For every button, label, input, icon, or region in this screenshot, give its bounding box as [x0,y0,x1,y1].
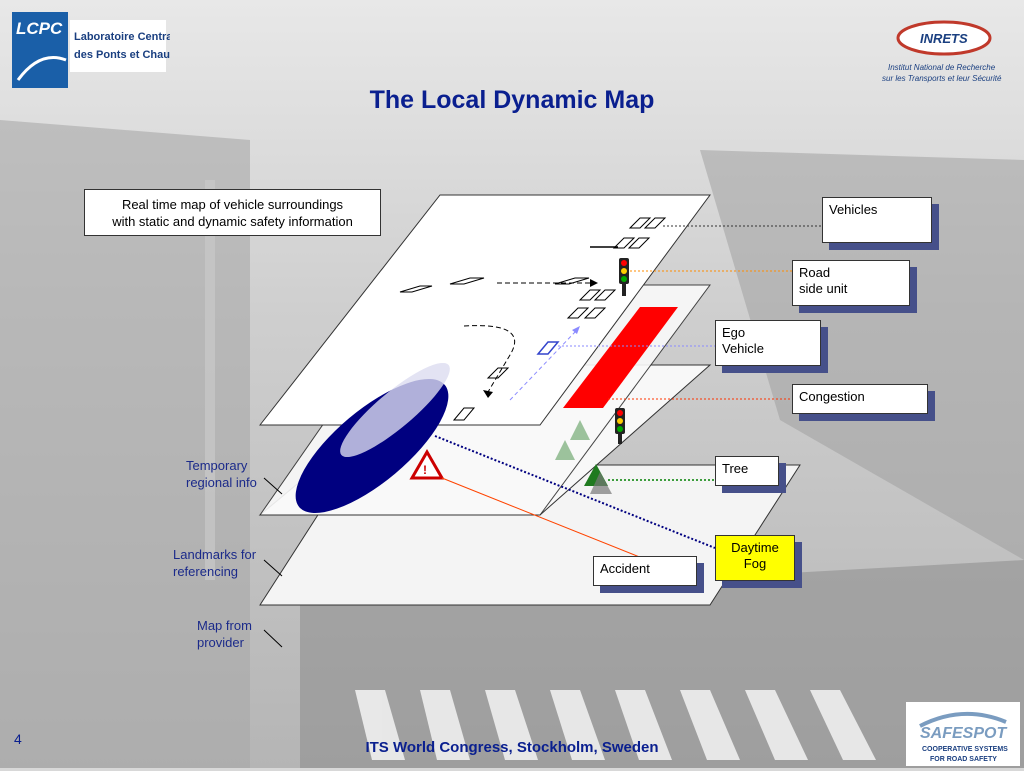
description-line1: Real time map of vehicle surroundings [121,197,344,212]
description-box: Real time map of vehicle surroundings wi… [84,189,381,236]
map-line1: Map from [197,618,252,633]
ego-vehicle-callout: Ego Vehicle [715,320,821,366]
landmarks-leader [263,559,283,577]
vehicles-callout: Vehicles [822,197,932,243]
inrets-logo-mark: INRETS Institut National de Recherche su… [882,20,1002,83]
congestion-callout: Congestion [792,384,928,414]
trajectory-2-arrow [483,390,493,398]
page-title: The Local Dynamic Map [369,86,655,114]
lcpc-line1: Laboratoire Central [74,31,170,43]
congestion-zone [563,307,678,408]
roadside-label-line2: side unit [799,281,848,296]
temporary-line1: Temporary [186,458,248,473]
footer-text: ITS World Congress, Stockholm, Sweden [365,739,659,756]
inrets-line1: Institut National de Recherche [888,63,996,72]
tree-icons [555,420,612,494]
map-line2: provider [197,635,244,650]
accident-label: Accident [600,561,650,576]
safespot-logo: SAFESPOT COOPERATIVE SYSTEMS FOR ROAD SA… [906,702,1020,766]
ego-trajectory [509,331,576,401]
lcpc-logo: LCPC Laboratoire Central des Ponts et Ch… [10,10,201,90]
congestion-label: Congestion [799,389,865,404]
roadside-unit-callout: Road side unit [792,260,910,306]
lcpc-mark-text: LCPC [16,19,63,38]
map-from-provider-label: Map from provider [197,617,252,651]
accident-connector [441,477,643,559]
daytime-fog-callout: Daytime Fog [715,535,795,581]
ego-label-line2: Vehicle [722,341,764,356]
road-side-unit-icon [619,258,629,296]
safespot-mark-text: SAFESPOT [920,725,1007,742]
landmarks-label: Landmarks for referencing [173,546,256,580]
temporary-leader [263,477,283,495]
traffic-light-icon [615,408,625,444]
fog-label-line2: Fog [743,556,767,571]
ego-label-line1: Ego [722,325,746,340]
accident-callout: Accident [593,556,697,586]
accident-warning-icon: ! [409,448,445,480]
landmarks-line2: referencing [173,564,239,579]
inrets-line2: sur les Transports et leur Sécurité [882,74,1002,83]
description-line2: with static and dynamic safety informati… [112,214,353,229]
tree-callout: Tree [715,456,779,486]
inrets-mark-text: INRETS [920,31,968,46]
trajectory-1-arrow [590,279,598,287]
fog-label-line1: Daytime [731,540,779,555]
inrets-logo: INRETS Institut National de Recherche su… [870,10,1018,90]
roadside-label-line1: Road [799,265,831,280]
vehicles-label: Vehicles [829,202,878,217]
map-leader [263,629,283,648]
tree-label: Tree [722,461,749,476]
safespot-line2: FOR ROAD SAFETY [930,756,997,763]
layer-dynamic [258,194,711,426]
svg-text:!: ! [423,463,427,477]
temporary-regional-info-label: Temporary regional info [186,457,257,491]
fog-area-upper [340,362,450,458]
ego-vehicle [536,341,560,355]
safespot-line1: COOPERATIVE SYSTEMS [922,746,1008,753]
lcpc-logo-mark: LCPC Laboratoire Central des Ponts et Ch… [12,12,201,88]
temporary-line2: regional info [186,475,257,490]
safespot-logo-mark: SAFESPOT COOPERATIVE SYSTEMS FOR ROAD SA… [919,712,1008,763]
vehicle-icons [399,217,667,421]
lcpc-line2: des Ponts et Chaussées [74,49,170,61]
ego-trajectory-arrow [572,326,580,334]
landmarks-line1: Landmarks for [173,547,257,562]
page-number: 4 [14,731,22,747]
